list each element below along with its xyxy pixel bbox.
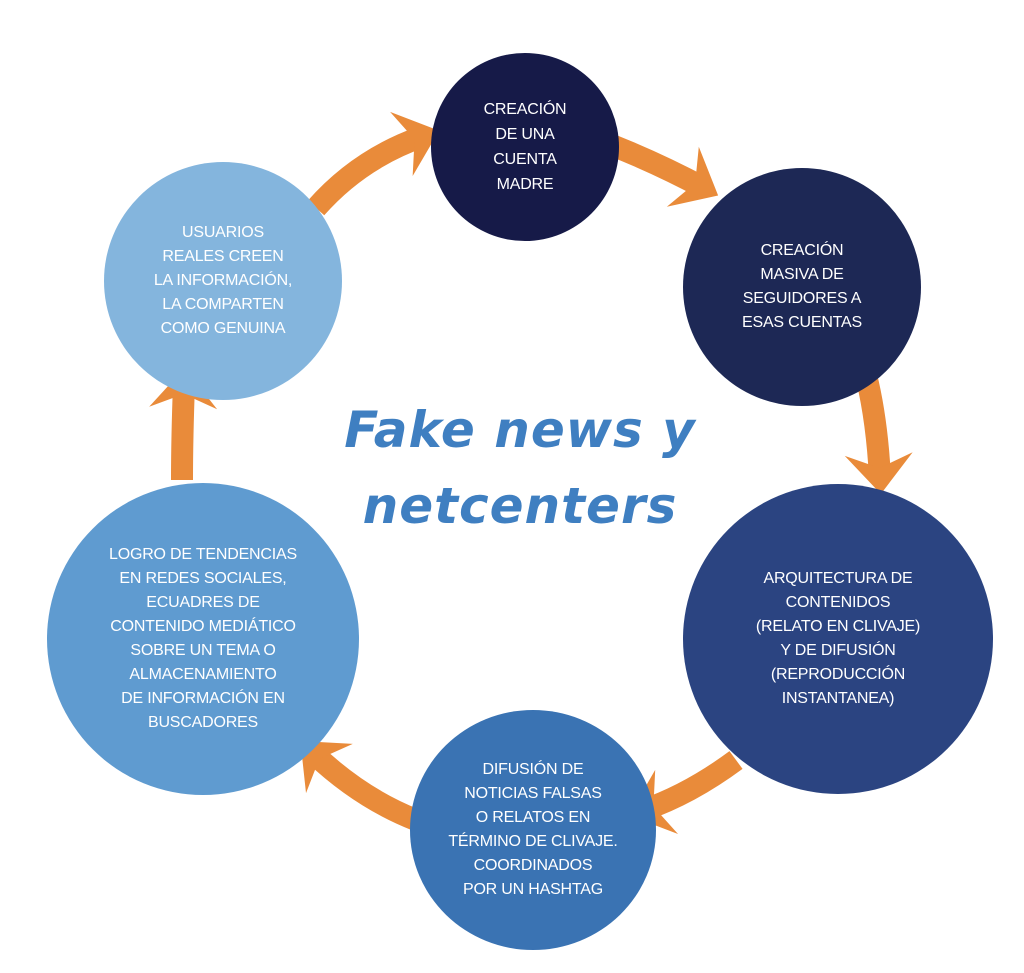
arrow-node4-to-node5 — [304, 744, 421, 831]
arrow-node2-to-node3-head — [844, 452, 913, 494]
arrow-node4-to-node5-head — [300, 740, 353, 794]
diagram-title: Fake news y netcenters — [344, 401, 696, 535]
node-label-creacion-cuenta-madre: CREACIÓN DE UNA CUENTA MADRE — [483, 101, 567, 193]
node-label-usuarios-reales: USUARIOS REALES CREEN LA INFORMACIÓN, LA… — [153, 224, 293, 337]
node-label-creacion-masiva-seguidores: CREACIÓN MASIVA DE SEGUIDORES A ESAS CUE… — [742, 242, 862, 331]
node-usuarios-reales: USUARIOS REALES CREEN LA INFORMACIÓN, LA… — [104, 162, 342, 400]
node-arquitectura-contenidos: ARQUITECTURA DE CONTENIDOS (RELATO EN CL… — [683, 484, 993, 794]
node-creacion-masiva-seguidores: CREACIÓN MASIVA DE SEGUIDORES A ESAS CUE… — [683, 168, 921, 406]
node-difusion-noticias-falsas: DIFUSIÓN DE NOTICIAS FALSAS O RELATOS EN… — [410, 710, 656, 950]
arrow-node6-to-node1 — [307, 125, 428, 216]
arrow-node6-to-node1-head — [390, 111, 440, 177]
arrow-node1-to-node2-head — [666, 146, 719, 207]
arrow-node5-to-node6 — [171, 383, 195, 481]
node-label-difusion-noticias-falsas: DIFUSIÓN DE NOTICIAS FALSAS O RELATOS EN… — [448, 761, 618, 898]
node-label-logro-tendencias: LOGRO DE TENDENCIAS EN REDES SOCIALES, E… — [109, 546, 297, 731]
node-label-arquitectura-contenidos: ARQUITECTURA DE CONTENIDOS (RELATO EN CL… — [755, 570, 921, 707]
node-logro-tendencias: LOGRO DE TENDENCIAS EN REDES SOCIALES, E… — [47, 483, 359, 795]
arrow-node3-to-node4 — [640, 751, 743, 821]
node-creacion-cuenta-madre: CREACIÓN DE UNA CUENTA MADRE — [431, 53, 619, 241]
